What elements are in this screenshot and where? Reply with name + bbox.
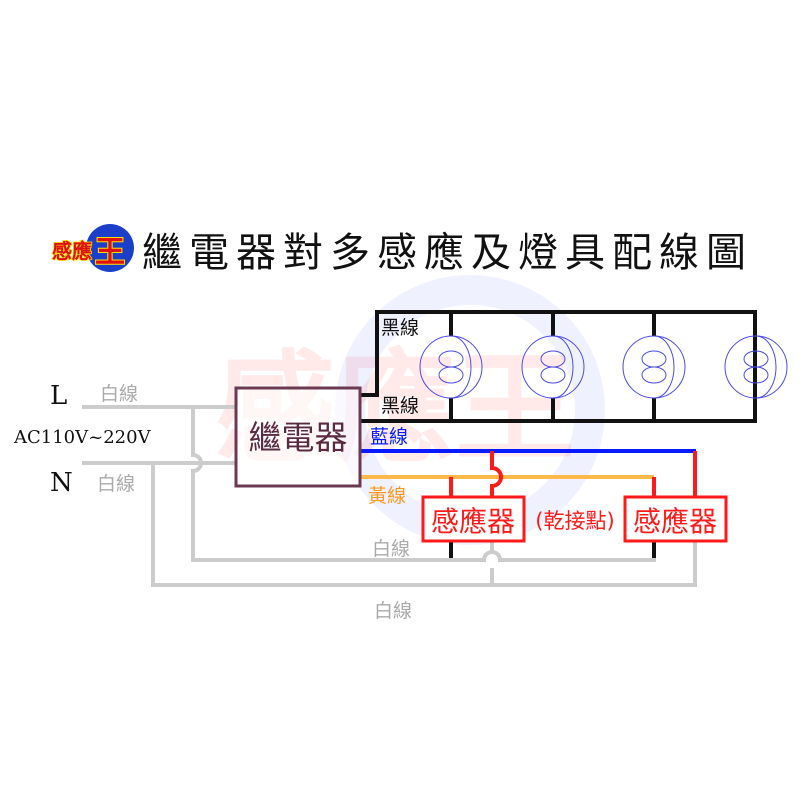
- white-wire-1: [191, 407, 656, 562]
- white-wires: [82, 405, 697, 587]
- logo-circle: [86, 224, 134, 272]
- sensor-2-label: 感應器: [633, 505, 717, 538]
- L-wire-label: 白線: [100, 383, 138, 405]
- lamp-icon: [622, 335, 686, 399]
- yellow-wire-label: 黃線: [368, 485, 406, 507]
- white-wire-label-1: 白線: [372, 538, 410, 560]
- lamp-icon: [419, 335, 483, 399]
- logo: 感應 王: [51, 224, 134, 272]
- red-wires: [449, 451, 697, 497]
- logo-text: 感應: [52, 239, 92, 263]
- black-wires: [361, 310, 757, 558]
- lamp-icon: [724, 335, 788, 399]
- N-label: N: [50, 468, 73, 498]
- page-title: 繼電器對多感應及燈具配線圖: [142, 230, 753, 276]
- white-wire-2: [151, 463, 697, 587]
- white-wire-label-2: 白線: [374, 600, 412, 622]
- sensor-1-label: 感應器: [431, 505, 515, 538]
- black-wire-label-top: 黑線: [381, 317, 419, 339]
- lamp-icon: [521, 335, 585, 399]
- N-wire-label: 白線: [97, 473, 135, 495]
- blue-wire-label: 藍線: [370, 426, 408, 448]
- dry-contact-label: (乾接點): [535, 509, 614, 533]
- relay-label: 繼電器: [249, 418, 348, 457]
- lamps: [419, 335, 788, 399]
- L-label: L: [50, 381, 67, 411]
- relay-box: [234, 386, 362, 488]
- sensor-1-box: [421, 495, 526, 543]
- black-wire-label-bottom: 黑線: [381, 395, 419, 417]
- sensor-2-box: [623, 495, 728, 543]
- voltage-label: AC110V~220V: [13, 427, 152, 448]
- logo-king: 王: [95, 235, 125, 270]
